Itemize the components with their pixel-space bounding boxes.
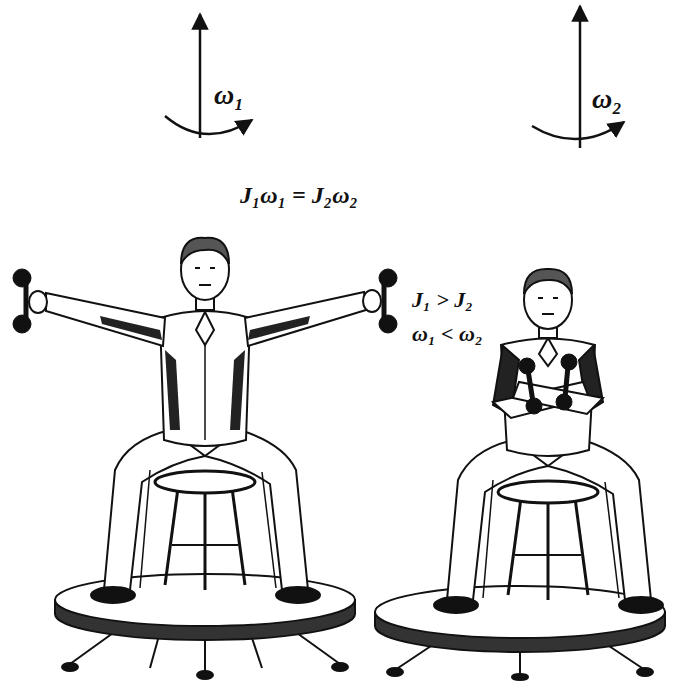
man-arms-out <box>195 267 200 269</box>
dumbbell <box>379 315 397 333</box>
omega-label: ω₁ <box>214 80 244 111</box>
dumbbell <box>565 366 568 398</box>
man-arms-folded <box>513 382 603 414</box>
stool <box>204 490 207 590</box>
dumbbell <box>519 354 577 414</box>
man-arms-out <box>165 350 180 430</box>
dumbbell <box>526 398 542 414</box>
rotation-arrow <box>199 14 202 138</box>
man-arms-out <box>196 312 214 345</box>
dumbbell <box>13 315 31 333</box>
turntable <box>512 674 528 680</box>
turntable <box>387 668 403 676</box>
man-arms-out <box>276 587 320 603</box>
man-arms-out <box>230 350 245 430</box>
man-arms-folded <box>605 482 619 598</box>
man-arms-out <box>245 292 366 346</box>
stool <box>498 481 598 503</box>
man-arms-out <box>46 293 165 346</box>
man-arms-folded <box>434 597 478 613</box>
man-arms-folded <box>553 297 558 299</box>
man-arms-out <box>100 316 162 340</box>
turntable <box>197 671 213 679</box>
turntable <box>62 663 78 671</box>
inequality: ω₁ < ω₂ <box>412 322 483 346</box>
man-arms-folded <box>539 338 557 366</box>
man-arms-folded <box>538 297 543 299</box>
man-arms-out <box>262 472 276 588</box>
man-arms-folded <box>524 269 572 294</box>
man-arms-folded <box>434 269 663 613</box>
dumbbell <box>379 269 397 287</box>
man-arms-folded <box>619 597 663 613</box>
stool <box>547 500 550 600</box>
turntable <box>375 586 665 680</box>
stool <box>508 498 521 595</box>
turntable <box>332 663 348 671</box>
man-arms-folded <box>542 313 554 315</box>
dumbbell <box>13 269 397 333</box>
rotation-arrow <box>532 122 624 139</box>
equation: J₁ω₁ = J₂ω₂ <box>240 182 358 208</box>
stool <box>232 488 245 585</box>
stool <box>155 471 255 493</box>
inequality: J₁ > J₂ <box>412 288 473 312</box>
turntable <box>375 586 665 638</box>
man-arms-folded <box>447 440 548 600</box>
man-arms-out <box>29 238 381 603</box>
man-arms-out <box>363 290 381 312</box>
man-arms-out <box>91 587 135 603</box>
man-arms-out <box>199 284 211 286</box>
stool <box>155 471 255 590</box>
man-arms-folded <box>483 480 493 598</box>
man-arms-out <box>181 238 229 264</box>
stool <box>575 498 588 595</box>
stool <box>165 488 178 585</box>
dumbbell <box>519 358 535 374</box>
turntable <box>637 668 653 676</box>
dumbbell <box>561 354 577 370</box>
man-arms-out <box>104 430 205 590</box>
dumbbell <box>556 394 572 410</box>
man-arms-out <box>160 311 250 446</box>
dumbbell <box>13 269 31 287</box>
stool <box>172 544 238 546</box>
man-arms-out <box>29 291 47 313</box>
man-arms-out <box>210 267 215 269</box>
man-arms-out <box>205 430 308 590</box>
rotation-arrow <box>579 6 582 148</box>
man-arms-out <box>204 345 206 440</box>
stool <box>498 481 598 600</box>
turntable <box>204 636 206 672</box>
dumbbell <box>24 282 29 320</box>
stool <box>515 554 581 556</box>
dumbbell <box>382 282 387 320</box>
rotation-arrow <box>165 6 624 148</box>
rotation-arrow <box>165 116 252 134</box>
omega-label: ω₂ <box>592 84 622 115</box>
man-arms-out <box>248 316 310 340</box>
man-arms-folded <box>548 440 651 600</box>
dumbbell <box>528 370 533 402</box>
man-arms-out <box>140 470 150 588</box>
